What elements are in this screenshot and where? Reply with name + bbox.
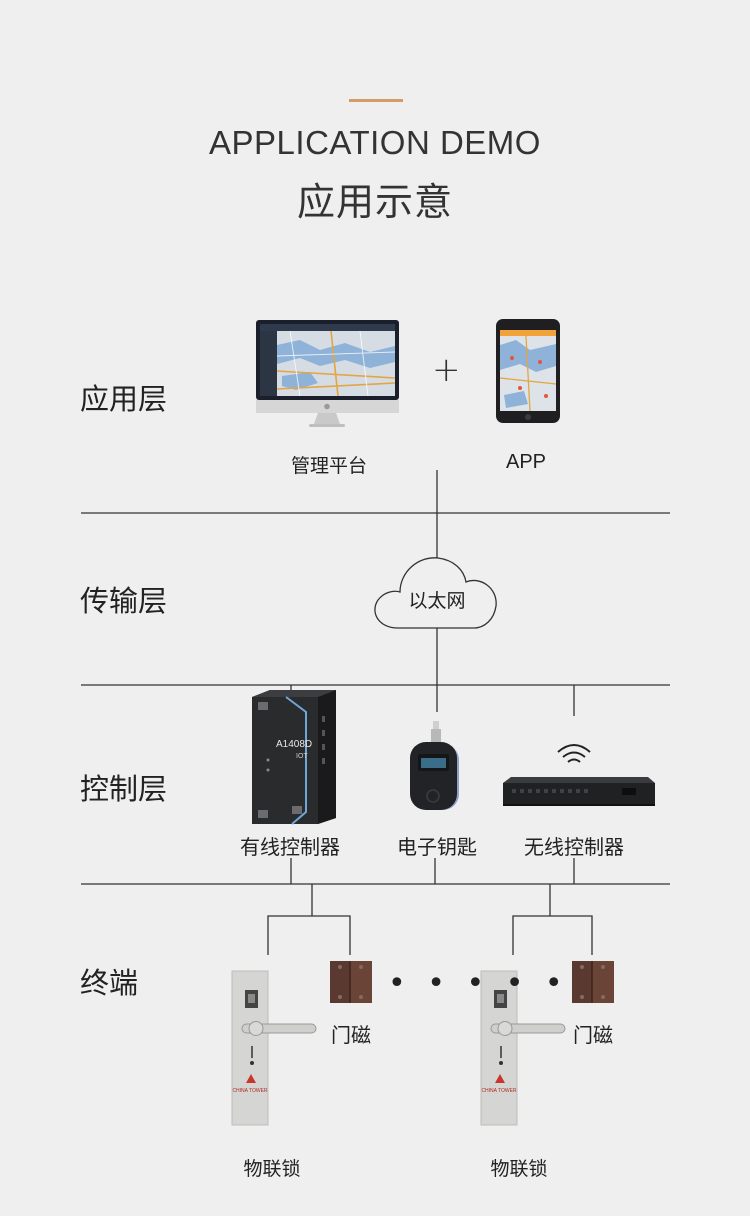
cloud-icon: [374, 557, 497, 629]
cloud-caption: 以太网: [408, 590, 466, 612]
ellipsis: • • • • •: [388, 966, 569, 1001]
wired-controller-icon: A1408D IOT: [252, 690, 336, 825]
iot-lock-caption-right: 物联锁: [490, 1158, 548, 1180]
layer-label-control: 控制层: [80, 772, 168, 806]
accent-bar: [349, 99, 403, 102]
iot-lock-icon-right: CHINA TOWER: [480, 970, 566, 1126]
door-magnet-icon-left: [330, 961, 372, 1003]
platform-caption: 管理平台: [290, 455, 367, 477]
electronic-key-caption: 电子钥匙: [397, 835, 477, 859]
lock-brand-text-left: CHINA TOWER: [232, 1088, 267, 1094]
page-title-cn: 应用示意: [296, 180, 453, 224]
iot-lock-icon-left: CHINA TOWER: [231, 970, 317, 1126]
controller-sub-text: IOT: [296, 753, 308, 760]
electronic-key-icon: [410, 721, 459, 810]
connector-lines: [267, 470, 593, 955]
plus-sign: +: [432, 350, 461, 390]
door-magnet-caption-right: 门磁: [573, 1023, 613, 1047]
wifi-icon: [557, 744, 591, 763]
page-title-en: APPLICATION DEMO: [209, 124, 541, 161]
monitor-icon: [256, 320, 399, 427]
wireless-controller-icon: [503, 777, 655, 806]
wired-controller-caption: 有线控制器: [240, 835, 340, 859]
lock-brand-text-right: CHINA TOWER: [481, 1088, 516, 1094]
door-magnet-caption-left: 门磁: [331, 1023, 371, 1047]
phone-icon: [496, 319, 560, 423]
iot-lock-caption-left: 物联锁: [243, 1158, 301, 1180]
layer-label-application: 应用层: [80, 382, 168, 416]
controller-model-text: A1408D: [276, 739, 312, 750]
separator-lines: [81, 512, 670, 885]
layer-label-terminal: 终端: [80, 966, 139, 1000]
layer-label-transport: 传输层: [80, 584, 168, 618]
app-caption: APP: [505, 451, 547, 473]
wireless-controller-caption: 无线控制器: [524, 835, 624, 859]
door-magnet-icon-right: [572, 961, 614, 1003]
